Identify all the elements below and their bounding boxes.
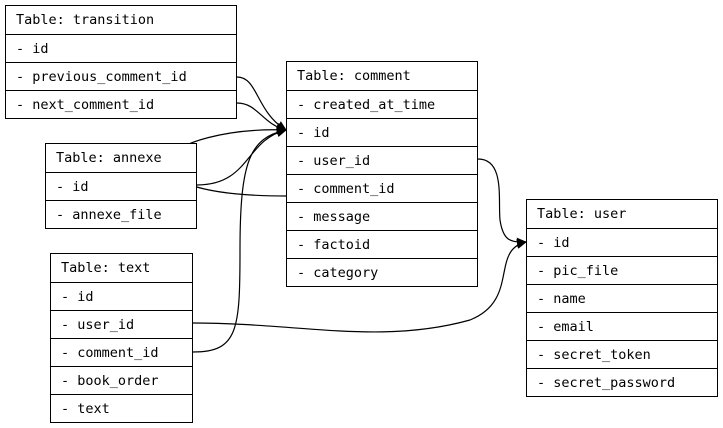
edge-annexe-id-to-comment-id [196,127,287,186]
field-secret-token: secret_token [527,340,717,368]
field-id: id [287,118,477,146]
field-factoid: factoid [287,230,477,258]
table-user: Table: user id pic_file name email secre… [526,199,718,397]
field-book-order: book_order [51,366,192,394]
field-next-comment-id: next_comment_id [6,90,236,118]
table-title: Table: annexe [56,150,162,166]
table-title: Table: text [61,260,151,276]
table-text: Table: text id user_id comment_id book_o… [50,253,193,423]
field-id: id [51,282,192,310]
field-name: name [527,284,717,312]
field-pic-file: pic_file [527,256,717,284]
field-id: id [6,34,236,62]
field-id: id [46,172,196,200]
field-previous-comment-id: previous_comment_id [6,62,236,90]
table-title: Table: user [537,206,627,222]
field-secret-password: secret_password [527,368,717,396]
edge-text-comment-id-to-comment-id [192,127,287,353]
table-transition: Table: transition id previous_comment_id… [5,5,237,119]
field-user-id: user_id [51,310,192,338]
field-created-at-time: created_at_time [287,90,477,118]
table-title: Table: comment [297,68,411,84]
field-message: message [287,202,477,230]
field-category: category [287,258,477,286]
field-user-id: user_id [287,146,477,174]
table-title: Table: transition [16,12,155,28]
field-comment-id: comment_id [51,338,192,366]
field-comment-id: comment_id [287,174,477,202]
table-comment: Table: comment created_at_time id user_i… [286,61,478,287]
field-id: id [527,228,717,256]
table-annexe: Table: annexe id annexe_file [45,143,197,229]
field-annexe-file: annexe_file [46,200,196,228]
field-email: email [527,312,717,340]
edge-comment-user-id-to-user-id [477,158,527,248]
field-text: text [51,394,192,422]
edge-transition-next-to-comment-id [236,102,287,133]
edge-text-user-id-to-user-id [192,239,527,333]
